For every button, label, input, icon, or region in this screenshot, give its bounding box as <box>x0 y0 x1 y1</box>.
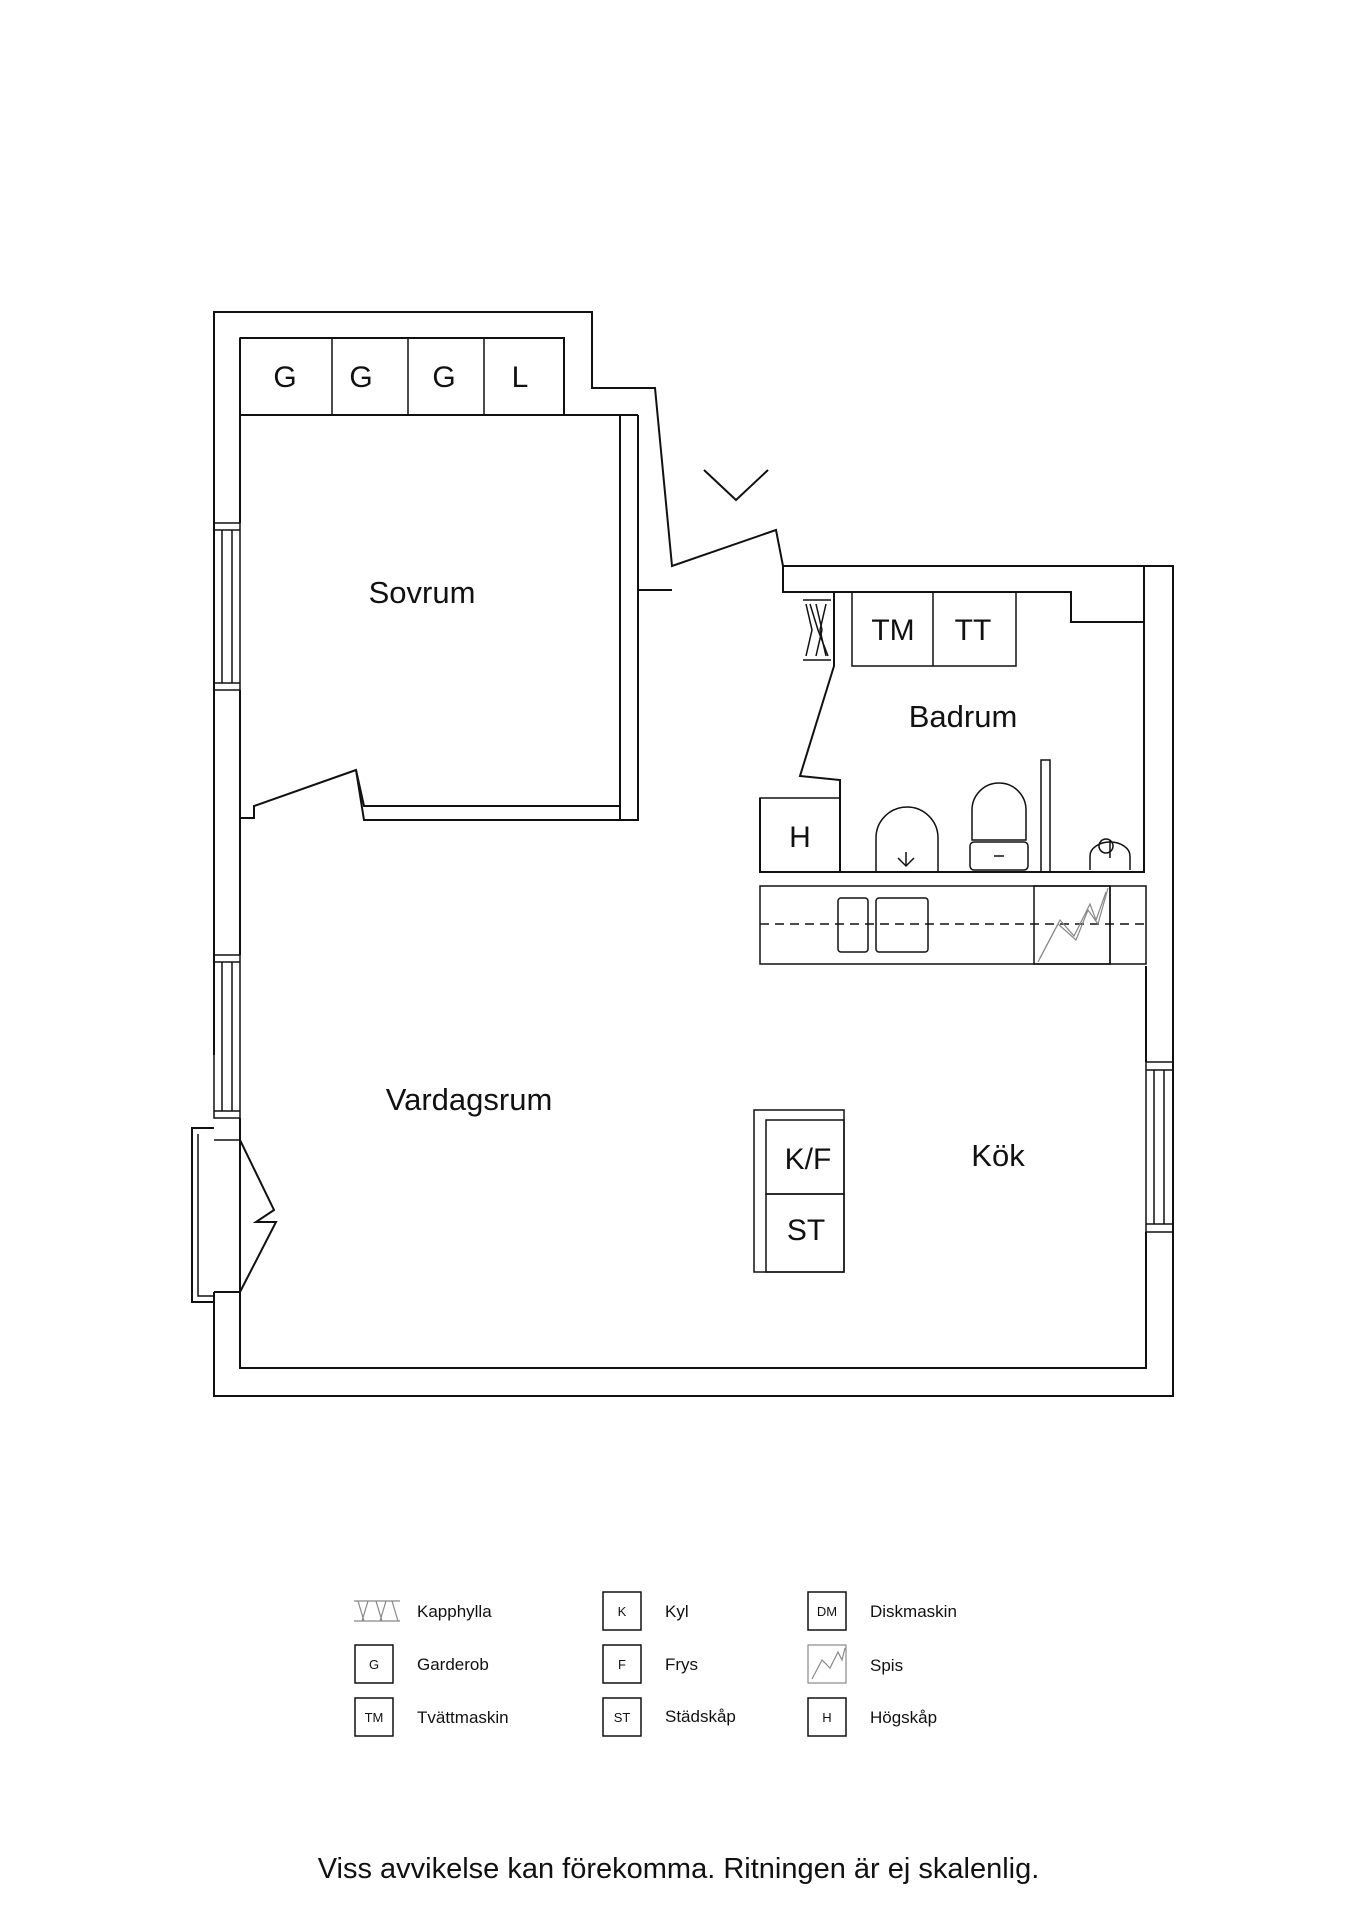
legend-label: Diskmaskin <box>870 1602 957 1621</box>
coat-rack-icon <box>354 1600 400 1622</box>
legend-label: Städskåp <box>665 1707 736 1726</box>
window-bedroom <box>213 522 241 691</box>
tall-cabinet-box <box>759 797 841 873</box>
legend-label: Kapphylla <box>417 1602 492 1621</box>
wardrobe-label-3: G <box>432 361 455 394</box>
legend-label: Spis <box>870 1656 903 1675</box>
entrance-arrow-icon <box>703 469 769 502</box>
legend-item-diskmaskin: DM Diskmaskin <box>807 1591 957 1631</box>
legend-code: K <box>618 1604 627 1619</box>
wardrobe-label-1: G <box>273 361 296 394</box>
legend-item-frys: F Frys <box>602 1644 698 1684</box>
washer-dryer <box>851 591 1017 667</box>
washer-label: TM <box>871 614 914 647</box>
legend-code: G <box>369 1657 379 1672</box>
fridge-freezer-label: K/F <box>785 1143 832 1176</box>
legend-label: Högskåp <box>870 1708 937 1727</box>
room-label-badrum: Badrum <box>909 699 1018 734</box>
cleaning-cabinet-label: ST <box>787 1214 825 1247</box>
room-label-vardagsrum: Vardagsrum <box>386 1082 553 1117</box>
legend-code: H <box>822 1710 831 1725</box>
wardrobe-row <box>239 337 565 416</box>
tall-cabinet-label: H <box>789 821 811 854</box>
legend-item-garderob: G Garderob <box>354 1644 489 1684</box>
sink-icon <box>1089 838 1131 870</box>
room-label-sovrum: Sovrum <box>369 575 476 610</box>
legend-code: TM <box>365 1710 384 1725</box>
legend-item-kapphylla: Kapphylla <box>354 1600 492 1622</box>
stove-icon <box>807 1644 847 1684</box>
dryer-label: TT <box>955 614 992 647</box>
linen-label: L <box>512 361 529 394</box>
window-living <box>213 954 241 1119</box>
disclaimer-text: Viss avvikelse kan förekomma. Ritningen … <box>317 1853 1040 1885</box>
legend-label: Garderob <box>417 1655 489 1674</box>
coat-rack-icon <box>803 599 831 661</box>
wardrobe-label-2: G <box>349 361 372 394</box>
legend-label: Frys <box>665 1655 698 1674</box>
balcony-door <box>191 1127 278 1303</box>
fridge-cabinet-unit <box>753 1109 845 1273</box>
window-kitchen <box>1145 1061 1174 1233</box>
legend-item-stadskap: ST Städskåp <box>602 1697 736 1737</box>
outer-walls <box>213 311 1174 1397</box>
toilet-icon <box>969 782 1029 871</box>
legend-item-hogskap: H Högskåp <box>807 1697 937 1737</box>
legend-item-kyl: K Kyl <box>602 1591 689 1631</box>
shower-icon <box>875 806 939 873</box>
legend-label: Tvättmaskin <box>417 1708 509 1727</box>
legend: Kapphylla G Garderob TM Tvättmaskin K Ky… <box>354 1591 957 1737</box>
legend-code: DM <box>817 1604 837 1619</box>
legend-label: Kyl <box>665 1602 689 1621</box>
kitchen-counter <box>759 885 1147 965</box>
legend-item-spis: Spis <box>807 1644 903 1684</box>
legend-code: F <box>618 1657 626 1672</box>
legend-item-tvattmaskin: TM Tvättmaskin <box>354 1697 509 1737</box>
room-label-kok: Kök <box>971 1138 1025 1173</box>
legend-code: ST <box>614 1710 631 1725</box>
stove-icon <box>1033 885 1111 965</box>
